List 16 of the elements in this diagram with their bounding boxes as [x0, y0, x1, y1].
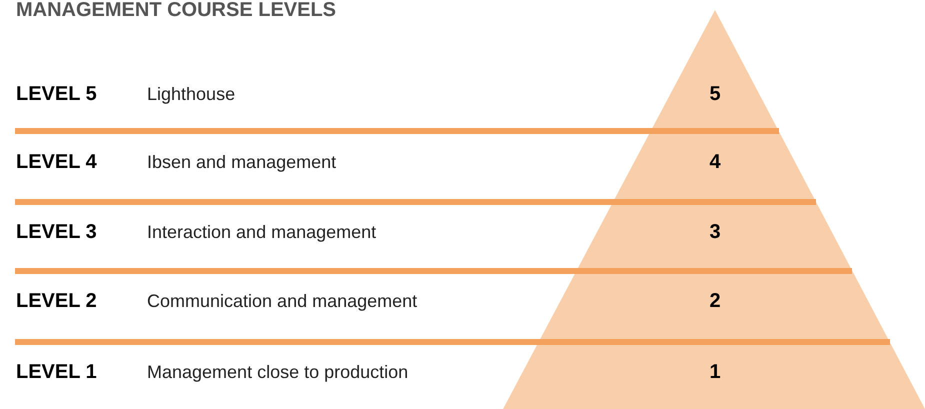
- course-name: Lighthouse: [147, 85, 236, 103]
- level-label: LEVEL 1: [16, 362, 97, 382]
- level-number: 2: [708, 291, 722, 311]
- level-label: LEVEL 5: [16, 84, 97, 104]
- level-number: 1: [708, 362, 722, 382]
- course-name: Management close to production: [147, 363, 408, 381]
- level-number: 3: [708, 222, 722, 242]
- level-number: 5: [708, 84, 722, 104]
- title: MANAGEMENT COURSE LEVELS: [16, 0, 336, 20]
- course-name: Communication and management: [147, 292, 418, 310]
- level-label: LEVEL 4: [16, 152, 97, 172]
- course-name: Ibsen and management: [147, 153, 336, 171]
- level-label: LEVEL 3: [16, 222, 97, 242]
- course-name: Interaction and management: [147, 223, 376, 241]
- level-number: 4: [708, 152, 722, 172]
- level-label: LEVEL 2: [16, 291, 97, 311]
